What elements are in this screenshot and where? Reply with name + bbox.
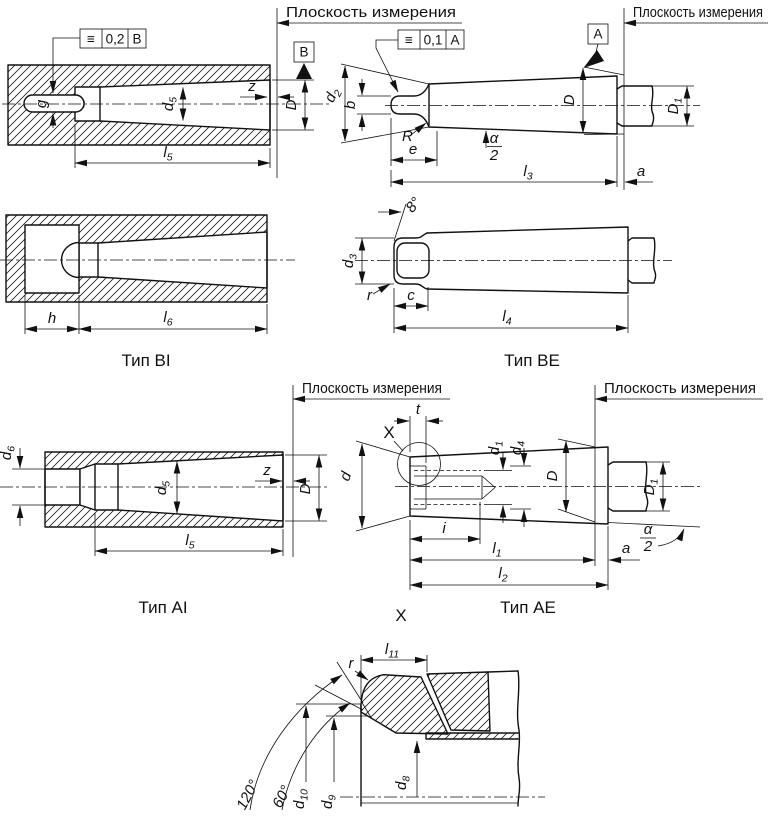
symmetry-symbol-icon: ≡	[87, 32, 95, 47]
dim-l3: l3	[523, 163, 532, 183]
dim-d1: d1	[486, 441, 506, 455]
dim-D: D	[283, 99, 300, 110]
plane-label: Плоскость измерения	[302, 381, 442, 397]
neck-broken-end	[627, 237, 657, 284]
shank-nose-section	[360, 674, 449, 735]
dim-l1: l1	[492, 540, 501, 560]
dim-e: e	[409, 141, 417, 158]
dim-alpha-half-2: α 2	[607, 521, 701, 555]
taper-body	[426, 226, 629, 294]
taper-body	[409, 446, 609, 525]
svg-text:2: 2	[489, 147, 499, 164]
plane-label: Плоскость измерения	[633, 5, 763, 21]
dim-g: g	[33, 99, 50, 108]
dim-c: c	[407, 287, 415, 304]
view-bi-top: ≡ 0,2 B g d5 l5 z D B Плоскость измерени…	[2, 5, 462, 178]
threaded-hole	[410, 465, 496, 510]
taper-body	[428, 75, 618, 135]
break-line	[516, 670, 521, 807]
dim-R: R	[402, 128, 413, 145]
svg-text:α: α	[490, 130, 499, 147]
datum-flag-b: B	[293, 41, 315, 79]
caption-ae: Тип AE	[500, 598, 556, 617]
dim-d4: d4	[508, 441, 528, 455]
detail-x: X l11 r 120° 60° d10 d9 d8	[233, 606, 545, 813]
datum-triangle-icon	[296, 63, 312, 79]
tolerance-frame-left: ≡ 0,2 B	[49, 28, 147, 128]
svg-text:B: B	[299, 45, 308, 60]
dim-d3: d3	[340, 254, 360, 268]
dim-r: r	[349, 655, 355, 672]
datum-flag-a: A	[583, 23, 609, 68]
keyway-slot	[23, 94, 85, 113]
dim-D: D	[297, 483, 314, 494]
svg-text:A: A	[593, 27, 602, 42]
view-ae: t X d d1 d4 i D D1 Плоскость	[336, 381, 763, 617]
tolerance-datum: A	[450, 33, 459, 48]
plane-label: Плоскость измерения	[604, 381, 756, 397]
detail-callout-circle	[397, 442, 441, 486]
svg-text:2: 2	[643, 538, 653, 555]
dim-d9: d9	[319, 795, 339, 809]
view-be-top: ≡ 0,1 A d2 b R e α 2 l3 a	[321, 5, 768, 190]
dim-l5: l5	[163, 144, 172, 164]
body-section	[426, 671, 491, 732]
dim-t: t	[416, 401, 421, 418]
caption-bi: Тип BI	[121, 351, 170, 370]
dim-120deg: 120°	[233, 777, 263, 812]
dim-l6: l6	[163, 309, 172, 329]
dim-l2: l2	[498, 565, 507, 585]
tang	[390, 83, 430, 128]
dim-d6: d6	[0, 446, 18, 460]
dim-a: a	[622, 540, 630, 557]
svg-text:α: α	[644, 521, 653, 538]
tolerance-frame-right: ≡ 0,1 A	[375, 29, 465, 93]
dim-a: a	[637, 163, 645, 180]
dim-D: D	[561, 94, 578, 105]
dim-i: i	[442, 520, 446, 537]
tolerance-value: 0,2	[106, 32, 125, 47]
dim-d10: d10	[291, 789, 311, 809]
dim-r: r	[367, 287, 373, 304]
detail-callout-x: X	[383, 423, 394, 442]
tolerance-value: 0,1	[424, 33, 443, 48]
measurement-plane-1: Плоскость измерения	[276, 5, 462, 178]
dim-D: D	[544, 470, 561, 481]
dim-d5: d5	[160, 97, 180, 111]
caption-be: Тип BE	[504, 351, 560, 370]
neck-broken-end	[607, 461, 649, 512]
measurement-plane-2: Плоскость измерения	[623, 5, 768, 190]
dim-z: z	[247, 78, 256, 95]
view-ai: d6 d5 z D l5 Плоскость измерения Тип AI	[0, 381, 450, 617]
dim-d8: d8	[393, 776, 413, 790]
symmetry-symbol-icon: ≡	[405, 33, 413, 48]
dim-d: d	[336, 469, 355, 483]
neck-broken-end	[616, 85, 655, 127]
view-bi-bottom: h l6 Тип BI	[0, 214, 295, 370]
tolerance-datum: B	[132, 32, 141, 47]
thread-strip	[425, 732, 519, 740]
dim-l11: l11	[385, 641, 399, 661]
detail-title: X	[395, 606, 406, 625]
dim-l5: l5	[185, 532, 194, 552]
tang-outline	[393, 232, 428, 290]
plane-label: Плоскость измерения	[286, 5, 456, 21]
dim-h: h	[48, 310, 56, 327]
dim-d5: d5	[153, 481, 173, 495]
dim-l4: l4	[502, 308, 511, 328]
dim-alpha-half-1: α 2	[482, 130, 502, 164]
datum-triangle-icon	[583, 50, 604, 68]
view-be-bottom: 8° d3 r c l4 Тип BE	[340, 194, 672, 370]
dim-D1: D1	[665, 98, 685, 115]
dim-8deg: 8°	[402, 194, 424, 216]
measurement-plane-3: Плоскость измерения	[292, 381, 450, 557]
dim-b: b	[342, 101, 359, 109]
dim-D1: D1	[641, 479, 661, 496]
measurement-plane-4: Плоскость измерения	[594, 381, 763, 566]
caption-ai: Тип AI	[138, 598, 187, 617]
dim-z: z	[262, 462, 271, 479]
